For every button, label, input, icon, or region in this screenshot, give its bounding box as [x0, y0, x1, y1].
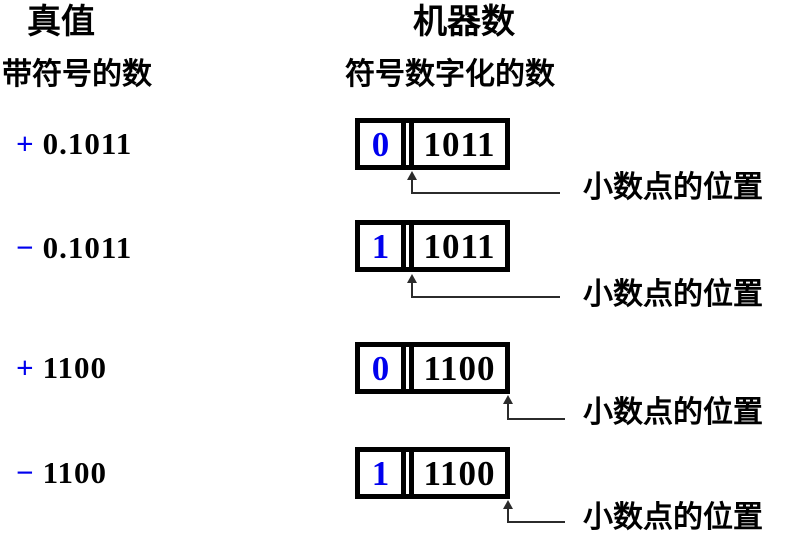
- plus-sign: +: [16, 126, 35, 161]
- minus-sign: −: [16, 455, 35, 490]
- machine-number-box-row1: 0 1011: [355, 118, 510, 170]
- decimal-point-divider: [401, 225, 414, 267]
- true-value-magnitude: 1100: [42, 455, 107, 490]
- pointer-line: [411, 178, 560, 194]
- decimal-point-label-row2: 小数点的位置: [583, 278, 763, 311]
- true-value-row4: −1100: [16, 457, 107, 488]
- true-value-row1: +0.1011: [16, 128, 132, 159]
- machine-number-box-row4: 1 1100: [355, 447, 510, 499]
- plus-sign: +: [16, 350, 35, 385]
- machine-number-box-row3: 0 1100: [355, 342, 510, 394]
- decimal-point-divider: [401, 347, 414, 389]
- digits-cell: 1100: [423, 453, 496, 493]
- arrow-up-icon: [407, 274, 417, 283]
- decimal-point-divider: [401, 123, 414, 165]
- true-value-magnitude: 0.1011: [42, 230, 133, 265]
- true-value-magnitude: 0.1011: [42, 126, 133, 161]
- arrow-up-icon: [503, 395, 513, 404]
- sign-bit-cell: 0: [371, 348, 390, 388]
- pointer-line: [507, 402, 565, 420]
- true-value-row3: +1100: [16, 352, 107, 383]
- subheader-signed-number: 带符号的数: [2, 58, 152, 91]
- pointer-line: [411, 281, 560, 298]
- pointer-line: [507, 507, 565, 523]
- decimal-point-label-row4: 小数点的位置: [583, 501, 763, 534]
- minus-sign: −: [16, 230, 35, 265]
- digits-cell: 1011: [423, 124, 496, 164]
- digits-cell: 1100: [423, 348, 496, 388]
- sign-bit-cell: 0: [371, 124, 390, 164]
- sign-bit-cell: 1: [371, 453, 390, 493]
- arrow-up-icon: [503, 500, 513, 509]
- digits-cell: 1011: [423, 226, 496, 266]
- decimal-point-divider: [401, 452, 414, 494]
- decimal-point-label-row1: 小数点的位置: [583, 171, 763, 204]
- sign-bit-cell: 1: [371, 226, 390, 266]
- subheader-digitized-sign: 符号数字化的数: [345, 58, 555, 91]
- true-value-row2: −0.1011: [16, 232, 132, 263]
- header-machine-number: 机器数: [413, 4, 515, 41]
- header-true-value: 真值: [27, 4, 95, 41]
- machine-number-box-row2: 1 1011: [355, 220, 510, 272]
- true-value-magnitude: 1100: [42, 350, 107, 385]
- decimal-point-label-row3: 小数点的位置: [583, 396, 763, 429]
- arrow-up-icon: [407, 171, 417, 180]
